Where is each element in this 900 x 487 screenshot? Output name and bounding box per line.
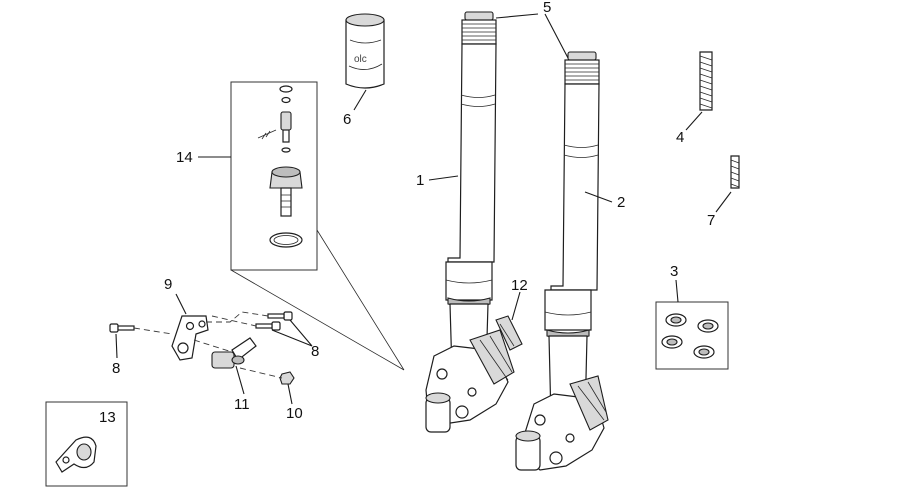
callout-13: 13 xyxy=(99,409,116,426)
pad-plate-part[interactable] xyxy=(495,315,523,351)
seal-kit-part[interactable] xyxy=(661,313,719,359)
callout-3: 3 xyxy=(670,263,678,280)
callout-5: 5 xyxy=(543,0,551,16)
oil-container-part[interactable]: olc xyxy=(345,13,385,89)
svg-text:olc: olc xyxy=(354,54,367,65)
bracket-part[interactable] xyxy=(171,315,209,361)
callout-11: 11 xyxy=(234,396,250,413)
screw-left-part[interactable] xyxy=(109,323,135,333)
cable-clamp-part[interactable] xyxy=(55,436,97,473)
seal-kit-box xyxy=(655,301,729,370)
callout-2: 2 xyxy=(617,194,625,211)
assembly-lines xyxy=(133,311,283,379)
callout-6: 6 xyxy=(343,111,351,128)
callout-8-left: 8 xyxy=(112,360,120,377)
right-fork-leg-part[interactable] xyxy=(515,51,609,471)
callout-7: 7 xyxy=(707,212,715,229)
adjuster-valve-part[interactable] xyxy=(257,85,303,248)
callout-10: 10 xyxy=(286,405,303,422)
screw-right-part[interactable] xyxy=(255,311,293,331)
callout-12: 12 xyxy=(511,277,528,294)
short-spring-part[interactable] xyxy=(730,155,740,189)
callout-1: 1 xyxy=(416,172,424,189)
callout-14: 14 xyxy=(176,149,193,166)
left-fork-leg-part[interactable] xyxy=(425,11,515,433)
leader-lines xyxy=(115,13,732,405)
cable-clamp-box xyxy=(45,401,128,487)
callout-4: 4 xyxy=(676,129,684,146)
kit-leader-lines xyxy=(230,229,405,371)
callout-8-right: 8 xyxy=(311,343,319,360)
adjuster-kit-box xyxy=(230,81,318,271)
hose-fitting-part[interactable] xyxy=(211,337,257,369)
nut-part[interactable] xyxy=(279,371,295,385)
long-spring-part[interactable] xyxy=(699,51,713,111)
callout-9: 9 xyxy=(164,276,172,293)
